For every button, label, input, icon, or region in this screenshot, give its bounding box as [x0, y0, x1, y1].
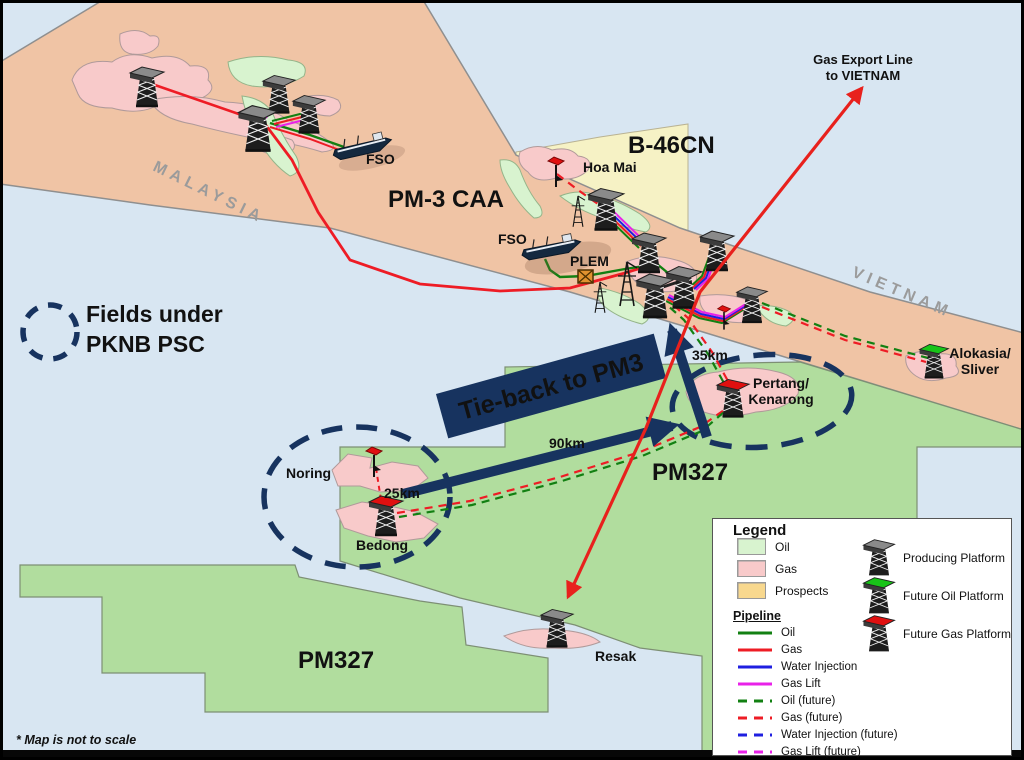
block-pm327-west: [19, 564, 549, 713]
bottom-border-strip: [0, 750, 1024, 760]
label-pm327-west: PM327: [298, 647, 374, 674]
gas-future-line-sample: [738, 716, 772, 720]
pipe-oil-future-label: Oil (future): [781, 695, 836, 707]
gas-lift-future-line-sample: [738, 750, 772, 754]
pknb-ellipse-noring-bedong: [261, 424, 453, 570]
label-pm3caa: PM-3 CAA: [388, 186, 504, 213]
legend-pipe-oil-future: Oil (future): [737, 694, 835, 708]
legend-area-oil: Oil: [737, 538, 790, 555]
legend-future-gas-platform: Future Gas Platform: [861, 613, 1011, 655]
legend-pipe-oil: Oil: [737, 626, 795, 640]
pipe-gas-future-label: Gas (future): [781, 712, 843, 724]
pipe-gl-label: Gas Lift: [781, 678, 821, 690]
legend-producing-platform: Producing Platform: [861, 537, 1005, 579]
water-injection-line-sample: [738, 665, 772, 669]
prospects-swatch: [737, 582, 766, 599]
label-plem: PLEM: [570, 253, 609, 269]
pipe-wi-future-label: Water Injection (future): [781, 729, 898, 741]
legend-pipeline-title: Pipeline: [733, 609, 781, 623]
label-35km: 35km: [692, 347, 728, 363]
pipe-gl-future-label: Gas Lift (future): [781, 746, 861, 758]
label-fso-1: FSO: [366, 151, 395, 167]
label-90km: 90km: [549, 435, 585, 451]
legend-title: Legend: [733, 522, 787, 539]
legend-box: Legend Oil Gas Prospects Pipeline Oil Ga…: [712, 518, 1012, 759]
label-pertang-line1: Pertang/: [753, 375, 809, 391]
map-footnote: * Map is not to scale: [16, 733, 136, 747]
legend-pipe-wi: Water Injection: [737, 660, 857, 674]
plem-symbol: [577, 269, 594, 284]
gas-export-arrow: [566, 85, 864, 600]
pknb-caption-line2: PKNB PSC: [86, 331, 205, 357]
oil-line-sample: [738, 631, 772, 635]
legend-pipe-wi-future: Water Injection (future): [737, 728, 898, 742]
label-pertang-line2: Kenarong: [748, 391, 813, 407]
oil-swatch-label: Oil: [775, 539, 790, 554]
legend-pipe-gl: Gas Lift: [737, 677, 821, 691]
label-b46cn: B-46CN: [628, 132, 715, 159]
pknb-caption-line1: Fields under: [86, 301, 223, 327]
gas-lift-line-sample: [738, 682, 772, 686]
legend-future-oil-platform: Future Oil Platform: [861, 575, 1004, 617]
label-hoa-mai: Hoa Mai: [583, 159, 637, 175]
label-25km: 25km: [384, 485, 420, 501]
oil-future-line-sample: [738, 699, 772, 703]
gas-line-sample: [738, 648, 772, 652]
label-fso-2: FSO: [498, 231, 527, 247]
fso1-shadow: [338, 145, 406, 171]
pknb-legend-circle: [20, 302, 80, 362]
gas-swatch: [737, 560, 766, 577]
legend-area-prospects: Prospects: [737, 582, 828, 599]
legend-area-gas: Gas: [737, 560, 797, 577]
label-noring: Noring: [286, 465, 331, 481]
producing-platform-label: Producing Platform: [903, 551, 1006, 565]
future-oil-platform-icon: [862, 577, 896, 614]
label-bedong: Bedong: [356, 537, 408, 553]
producing-platform-icon: [862, 539, 896, 576]
future-oil-platform-label: Future Oil Platform: [903, 589, 1004, 603]
water-injection-future-line-sample: [738, 733, 772, 737]
gas-swatch-label: Gas: [775, 561, 798, 576]
legend-pipe-gas-future: Gas (future): [737, 711, 842, 725]
label-resak: Resak: [595, 648, 636, 664]
legend-pipe-gl-future: Gas Lift (future): [737, 745, 861, 759]
pipe-wi-label: Water Injection: [781, 661, 858, 673]
label-alokasia-line2: Sliver: [961, 361, 1000, 377]
pipe-gas-label: Gas: [781, 644, 803, 656]
label-gas-export-line2: to VIETNAM: [826, 68, 900, 83]
prospects-swatch-label: Prospects: [775, 583, 829, 598]
label-gas-export-line1: Gas Export Line: [813, 52, 913, 67]
future-gas-platform-icon: [862, 615, 896, 652]
label-pm327-east: PM327: [652, 459, 728, 486]
pipe-oil-label: Oil: [781, 627, 796, 639]
oil-swatch: [737, 538, 766, 555]
legend-pipe-gas: Gas: [737, 643, 802, 657]
future-gas-platform-label: Future Gas Platform: [903, 627, 1012, 641]
label-alokasia-line1: Alokasia/: [949, 345, 1011, 361]
